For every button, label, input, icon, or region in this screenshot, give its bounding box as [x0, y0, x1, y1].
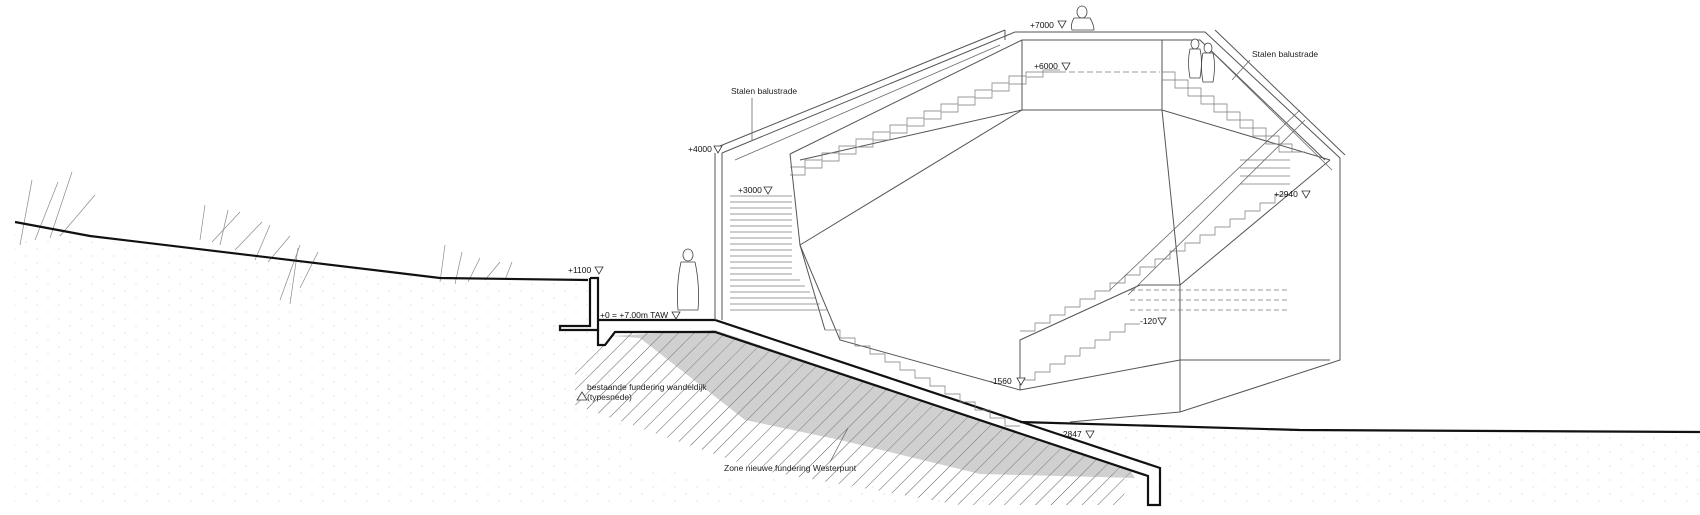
stair-right-lower [1020, 194, 1290, 332]
level-markers: +7000 +6000 +4000 +3000 +2940 +1100 +0 =… [568, 20, 1311, 439]
level-triangle-icon [671, 311, 681, 320]
level-label: +3000 [738, 185, 762, 195]
terrain [14, 220, 1700, 434]
new-foundation-zone [612, 330, 1135, 478]
level-triangle-icon [594, 266, 604, 275]
level-triangle-icon [713, 145, 723, 154]
level-triangle-icon [1085, 430, 1095, 439]
balustrade-label-left: Stalen balustrade [731, 86, 797, 96]
level-triangle-icon [1157, 317, 1167, 326]
stair-right-upper [1162, 71, 1305, 185]
building-outline [714, 29, 1346, 423]
level-label: -120 [1140, 316, 1157, 326]
level-triangle-icon [1016, 377, 1026, 386]
level-label: -2847 [1060, 429, 1082, 439]
level-triangle-icon [763, 186, 773, 195]
existing-foundation-label: bestaande fundering wandeldijk [587, 382, 707, 392]
stair-left-lower [730, 195, 828, 311]
level-label: -1560 [990, 376, 1012, 386]
level-triangle-icon [1061, 62, 1071, 71]
ground-texture-right [1020, 420, 1700, 505]
person-icon [677, 5, 1215, 311]
level-label: +6000 [1034, 61, 1058, 71]
warning-triangle-icon [576, 391, 588, 401]
balustrades [734, 44, 1333, 296]
stair-bottom [825, 323, 1140, 427]
grass-strokes [19, 171, 513, 305]
annotations: Stalen balustrade Stalen balustrade best… [576, 49, 1318, 473]
level-label: +0 = +7.00m TAW [600, 310, 668, 320]
level-label: +4000 [688, 144, 712, 154]
new-foundation-label: Zone nieuwe fundering Westerpunt [724, 463, 857, 473]
level-triangle-icon [1301, 190, 1311, 199]
level-label: +2940 [1274, 189, 1298, 199]
level-label: +1100 [568, 265, 592, 275]
stair-left-upper [790, 69, 1160, 176]
existing-foundation-label-sub: (typesnede) [587, 392, 632, 402]
balustrade-label-right: Stalen balustrade [1252, 49, 1318, 59]
level-label: +7000 [1030, 20, 1054, 30]
level-triangle-icon [1057, 20, 1067, 29]
